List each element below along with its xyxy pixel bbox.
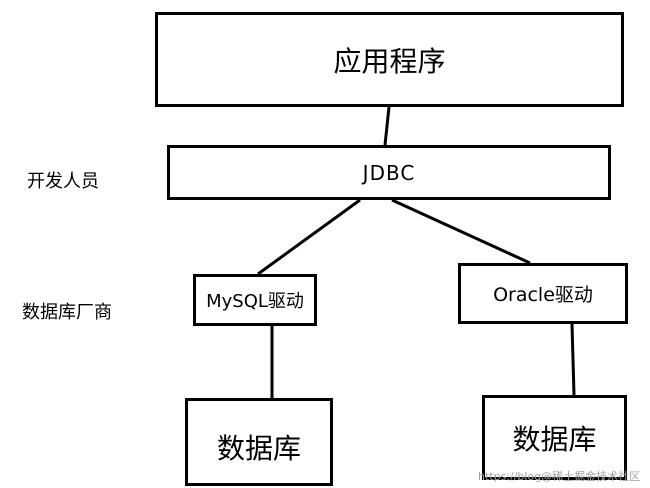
edge-app-jdbc	[383, 106, 391, 146]
application-box: 应用程序	[155, 12, 624, 107]
watermark: https://blog@稀土掘金技术社区	[478, 470, 641, 483]
edge-jdbc-oracle	[391, 198, 531, 265]
application-label: 应用程序	[333, 44, 446, 78]
database-label-right: 数据库	[512, 422, 597, 456]
oracle-driver-box: Oracle驱动	[458, 263, 628, 324]
mysql-driver-box: MySQL驱动	[193, 274, 317, 326]
mysql-driver-label: MySQL驱动	[206, 291, 304, 312]
oracle-driver-label: Oracle驱动	[493, 284, 593, 306]
edge-oracle-db	[570, 323, 576, 396]
db-vendor-side-label: 数据库厂商	[22, 302, 112, 323]
jdbc-label: JDBC	[362, 160, 416, 185]
database-label-left: 数据库	[216, 432, 301, 465]
database-box-left: 数据库	[185, 398, 333, 486]
database-box-right: 数据库	[482, 395, 627, 480]
developer-side-label: 开发人员	[27, 171, 99, 192]
edge-jdbc-mysql	[257, 198, 361, 276]
jdbc-box: JDBC	[167, 145, 611, 200]
